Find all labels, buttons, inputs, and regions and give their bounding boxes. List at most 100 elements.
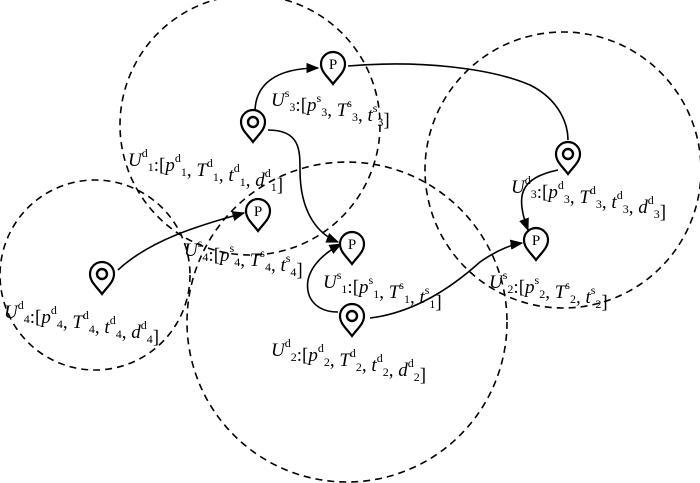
label-part: d xyxy=(377,351,383,365)
label-part: T xyxy=(196,160,208,181)
label-part: [ xyxy=(519,277,525,298)
label-part: d xyxy=(175,151,181,165)
driver-pin-u4 xyxy=(88,260,116,296)
label-part: 2 xyxy=(356,360,362,374)
label-part: s xyxy=(337,268,342,282)
label-part: T xyxy=(337,100,349,121)
label-part: 4 xyxy=(234,255,240,269)
label-part: 4 xyxy=(116,327,122,341)
coverage-circle-u1 xyxy=(119,0,381,256)
label-part: 1 xyxy=(240,175,246,189)
label-part: , xyxy=(570,187,580,208)
label-part: s xyxy=(399,278,404,292)
label-part: t xyxy=(611,192,617,213)
label-part: : xyxy=(297,345,302,366)
label-u4-service: Us4:[ps4, Ts4, ts4] xyxy=(184,236,303,281)
label-part: ] xyxy=(383,110,389,131)
label-part: d xyxy=(234,161,240,175)
label-part: , xyxy=(629,197,639,218)
label-part: , xyxy=(122,322,132,343)
label-part: [ xyxy=(542,182,548,203)
label-part: d xyxy=(265,166,271,180)
label-part: s xyxy=(369,273,374,287)
parking-pin-icon: P xyxy=(244,197,272,233)
label-part: , xyxy=(271,255,281,276)
label-part: s xyxy=(260,246,265,260)
label-part: U xyxy=(323,272,338,293)
label-part: 4 xyxy=(24,312,30,326)
label-part: 1 xyxy=(148,160,154,174)
label-part: 4 xyxy=(290,265,296,279)
label-part: d xyxy=(255,170,265,191)
label-part: p xyxy=(163,155,175,176)
label-part: s xyxy=(565,278,570,292)
label-part: p xyxy=(357,277,369,298)
label-part: s xyxy=(591,283,596,297)
label-part: , xyxy=(330,350,340,371)
label-part: [ xyxy=(302,345,308,366)
label-part: 4 xyxy=(89,322,95,336)
label-part: 3 xyxy=(321,105,327,119)
label-part: d xyxy=(350,346,356,360)
label-part: p xyxy=(306,345,318,366)
label-part: d xyxy=(285,336,291,350)
pin-letter: P xyxy=(348,237,356,253)
location-ring-pin-icon xyxy=(338,302,366,338)
label-part: : xyxy=(347,277,352,298)
label-u3-service: Us3:[ps3, Ts3, ts3] xyxy=(271,86,390,131)
label-part: 4 xyxy=(265,260,271,274)
label-part: 3 xyxy=(531,187,537,201)
label-part: d xyxy=(83,308,89,322)
label-part: d xyxy=(110,313,116,327)
label-part: d xyxy=(207,156,213,170)
label-part: , xyxy=(389,360,399,381)
label-part: s xyxy=(503,268,508,282)
label-part: [ xyxy=(214,245,220,266)
label-part: [ xyxy=(159,155,165,176)
label-part: s xyxy=(373,101,378,115)
label-part: , xyxy=(545,282,555,303)
label-part: : xyxy=(208,245,213,266)
driver-pin-u3 xyxy=(554,140,582,176)
label-part: t xyxy=(280,255,286,276)
label-part: d xyxy=(142,146,148,160)
label-part: 3 xyxy=(289,100,295,114)
label-part: p xyxy=(218,245,230,266)
label-part: p xyxy=(523,277,535,298)
label-u3-driver: Ud3:[pd3, Td3, td3, dd3] xyxy=(511,173,666,223)
service-pin-u4: P xyxy=(244,197,272,233)
label-part: s xyxy=(286,251,291,265)
label-part: : xyxy=(537,182,542,203)
label-part: d xyxy=(558,178,564,192)
location-ring-pin-icon xyxy=(239,108,267,144)
label-part: t xyxy=(104,317,110,338)
label-part: 3 xyxy=(596,197,602,211)
label-part: d xyxy=(638,197,648,218)
label-part: 1 xyxy=(271,180,277,194)
label-part: U xyxy=(271,340,286,361)
label-part: ] xyxy=(277,175,283,196)
label-part: 4 xyxy=(202,250,208,264)
label-part: , xyxy=(219,165,229,186)
label-part: U xyxy=(4,302,19,323)
label-part: 1 xyxy=(429,297,435,311)
service-pin-u2: P xyxy=(522,226,550,262)
label-part: U xyxy=(128,150,143,171)
label-part: T xyxy=(72,312,84,333)
driver-pin-u2 xyxy=(338,302,366,338)
label-part: t xyxy=(367,105,373,126)
label-part: d xyxy=(318,341,324,355)
location-ring-pin-icon xyxy=(554,140,582,176)
label-part: [ xyxy=(353,277,359,298)
label-part: [ xyxy=(301,95,307,116)
route-u3s-to-u3d xyxy=(347,63,569,141)
label-part: t xyxy=(585,287,591,308)
label-part: 1 xyxy=(181,165,187,179)
label-part: s xyxy=(317,91,322,105)
label-part: 2 xyxy=(507,282,513,296)
coverage-circle-u4 xyxy=(0,179,191,371)
label-part: p xyxy=(546,182,558,203)
location-ring-pin-icon xyxy=(88,260,116,296)
label-u4-driver: Ud4:[pd4, Td4, td4, dd4] xyxy=(4,298,159,348)
